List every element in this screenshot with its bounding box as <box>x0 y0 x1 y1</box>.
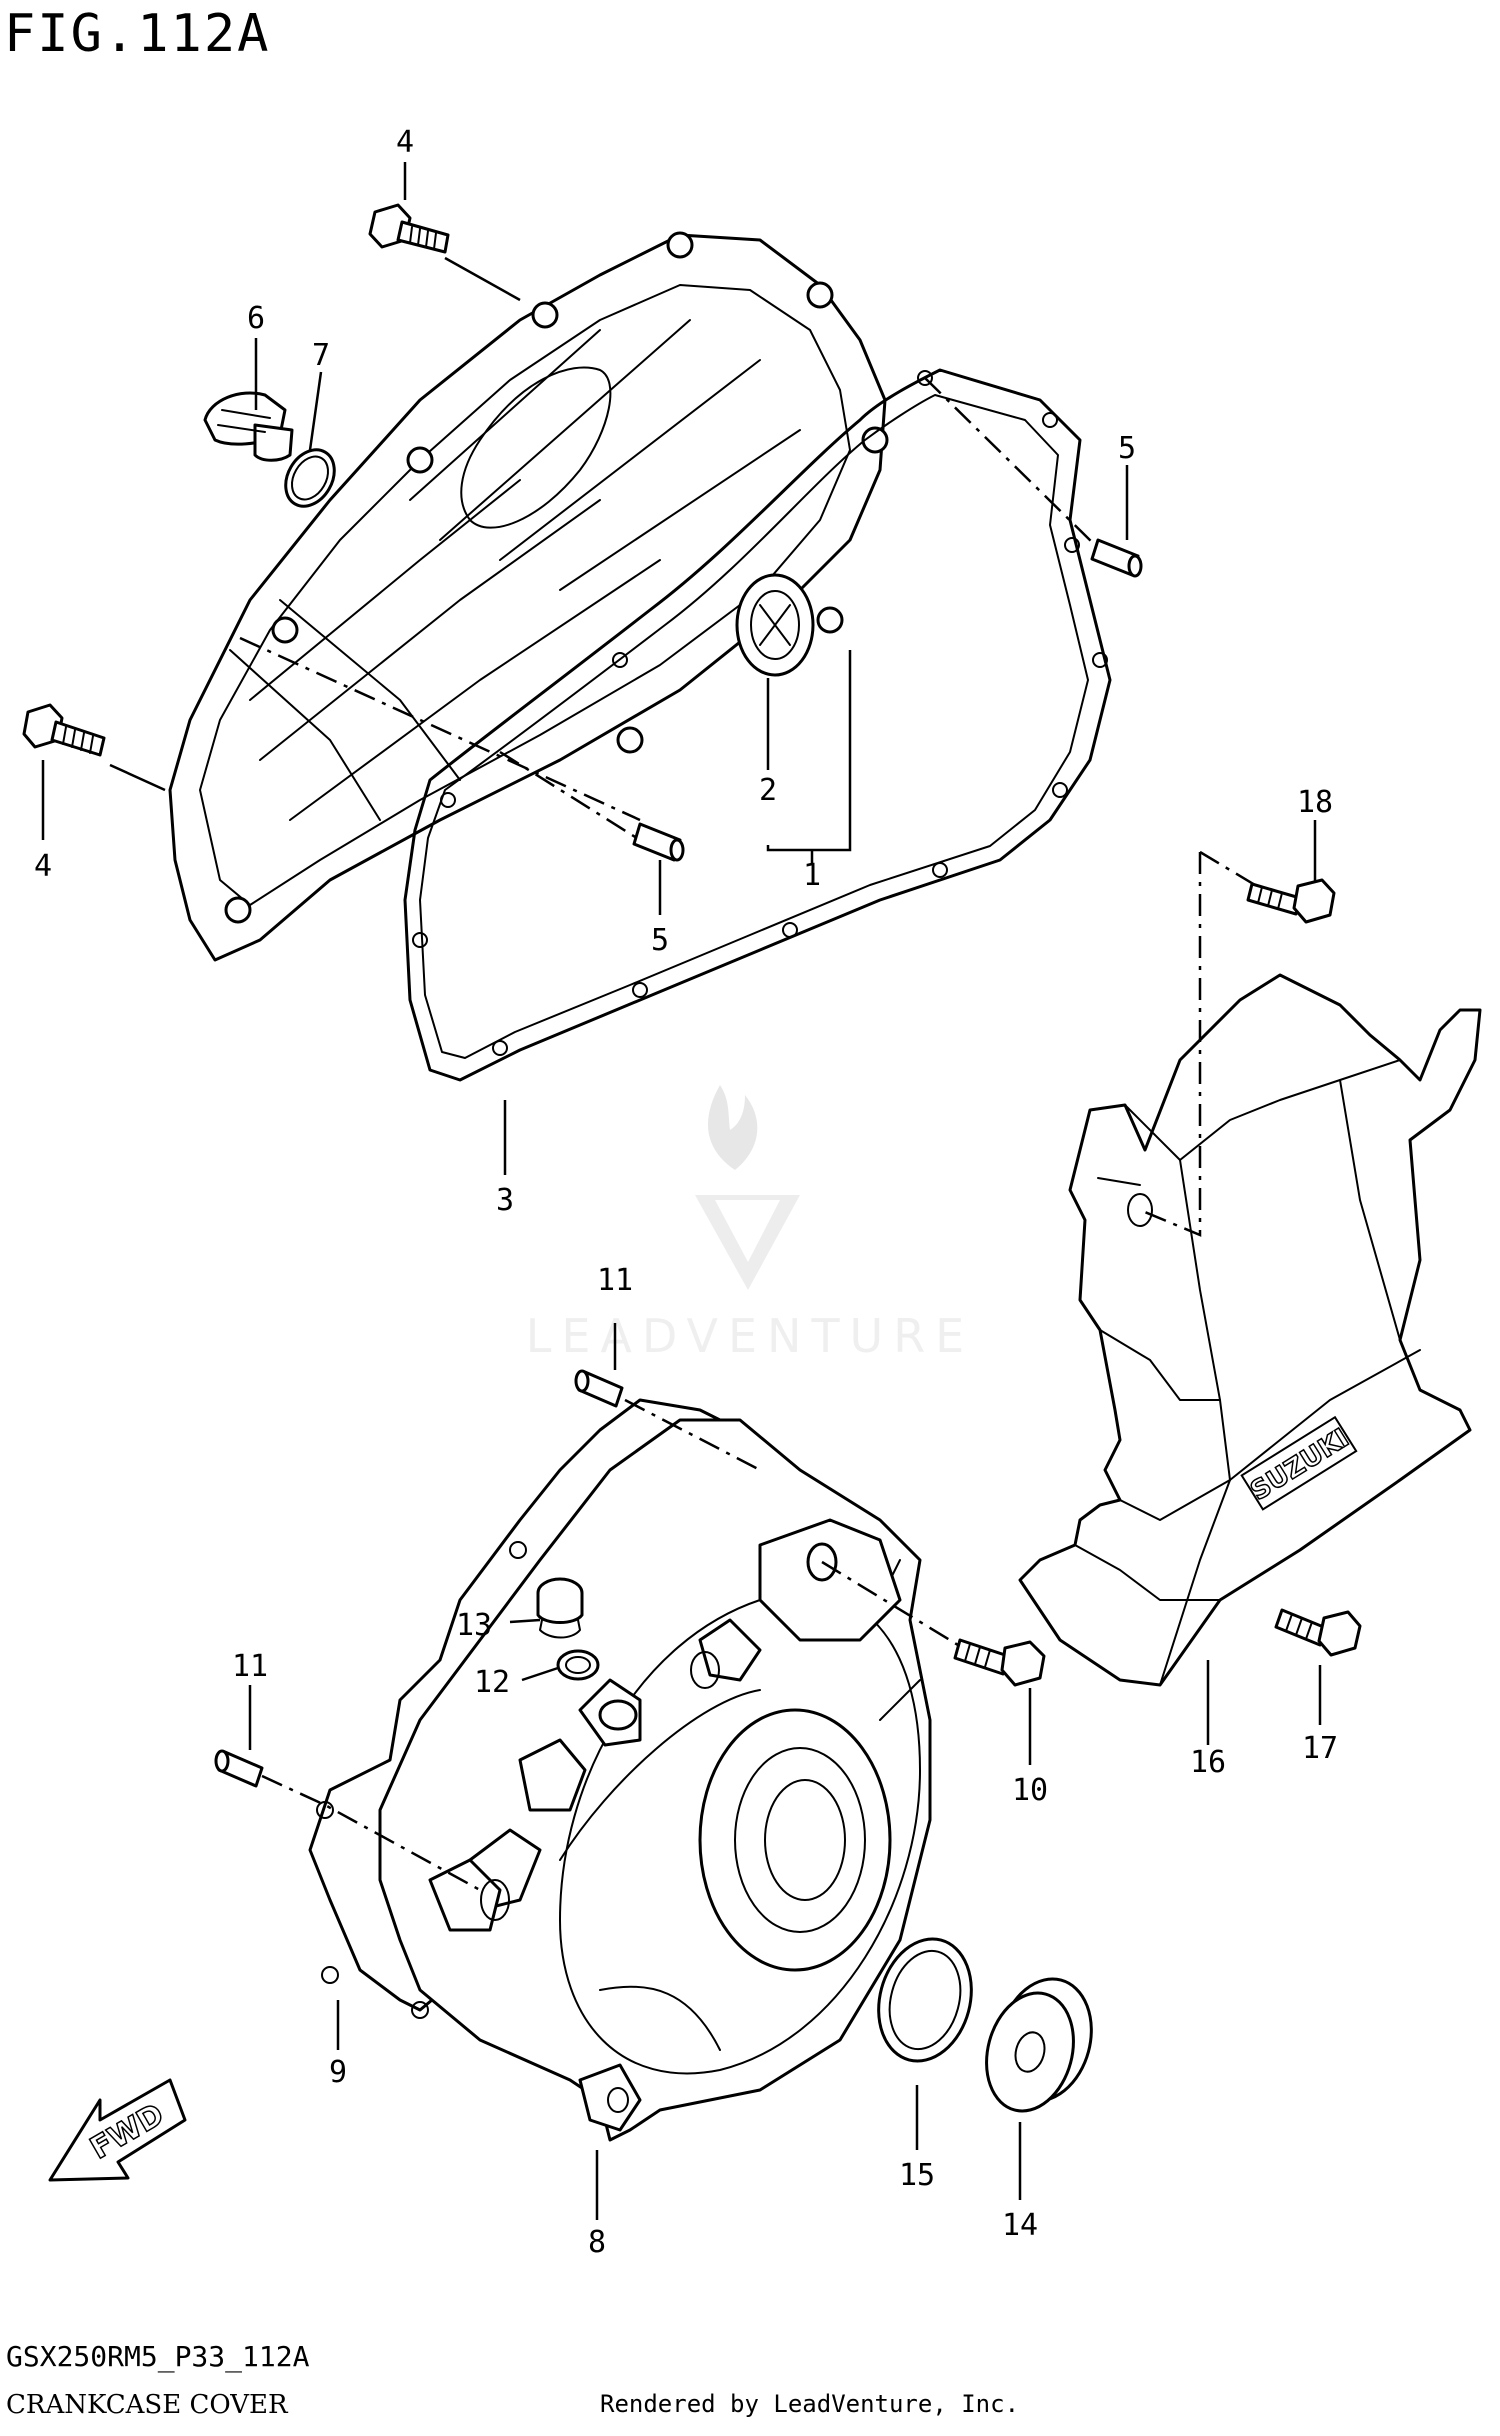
watermark-text: LEADVENTURE <box>526 1309 975 1363</box>
bolt-part-17 <box>1274 1608 1362 1657</box>
callout-14: 14 <box>1002 2208 1038 2243</box>
callout-5-right: 5 <box>1118 431 1136 466</box>
callout-3: 3 <box>496 1183 514 1218</box>
callout-16: 16 <box>1190 1745 1226 1780</box>
callout-13: 13 <box>456 1608 492 1643</box>
clutch-cover-part-1 <box>168 231 889 962</box>
forward-direction-arrow-icon: FWD <box>48 2078 187 2182</box>
callout-9: 9 <box>329 2055 347 2090</box>
cap-part-14 <box>985 1977 1093 2113</box>
callout-18: 18 <box>1297 785 1333 820</box>
watermark-logo: LEADVENTURE <box>526 1085 975 1363</box>
figure-title: FIG.112A <box>4 4 271 64</box>
callout-6: 6 <box>247 301 265 336</box>
callout-7: 7 <box>312 338 330 373</box>
dowel-pin-part-5-center <box>632 822 685 862</box>
callout-labels: 1 2 3 4 4 5 5 6 7 8 9 10 11 11 12 13 14 … <box>34 125 1338 2260</box>
callout-11-upper: 11 <box>597 1263 633 1298</box>
sprocket-cover-part-16: SUZUKI <box>1018 973 1482 1687</box>
callout-10: 10 <box>1012 1773 1048 1808</box>
figure-name: CRANKCASE COVER <box>6 2390 288 2420</box>
plug-part-13 <box>536 1577 584 1639</box>
callout-5-center: 5 <box>651 923 669 958</box>
callout-11-lower: 11 <box>232 1649 268 1684</box>
bolt-part-10 <box>953 1638 1046 1687</box>
bolt-part-18 <box>1246 878 1336 924</box>
o-ring-part-7 <box>284 448 336 508</box>
alignment-lines <box>239 377 1256 1892</box>
callout-15: 15 <box>899 2158 935 2193</box>
dowel-pin-part-11-upper <box>574 1369 624 1408</box>
bolt-part-4-left <box>22 703 106 757</box>
dowel-pin-part-5-right <box>1090 538 1143 578</box>
callout-2: 2 <box>759 773 777 808</box>
gasket-part-12 <box>556 1649 600 1681</box>
bolt-part-4-upper <box>368 203 450 254</box>
figure-code: GSX250RM5_P33_112A <box>6 2340 310 2373</box>
oil-seal-part-2 <box>735 573 815 677</box>
callout-1: 1 <box>803 858 821 893</box>
oil-filler-cap-part-6 <box>203 391 294 462</box>
generator-cover-part-8 <box>378 1418 932 2142</box>
o-ring-part-15 <box>877 1937 973 2063</box>
callout-12: 12 <box>474 1665 510 1700</box>
leader-lines <box>41 162 1322 2220</box>
dowel-pin-part-11-lower <box>214 1749 264 1788</box>
render-credit: Rendered by LeadVenture, Inc. <box>600 2390 1020 2418</box>
callout-8: 8 <box>588 2225 606 2260</box>
callout-4-upper: 4 <box>396 125 414 160</box>
callout-4-left: 4 <box>34 849 52 884</box>
gasket-part-3 <box>403 368 1112 1082</box>
callout-17: 17 <box>1302 1731 1338 1766</box>
